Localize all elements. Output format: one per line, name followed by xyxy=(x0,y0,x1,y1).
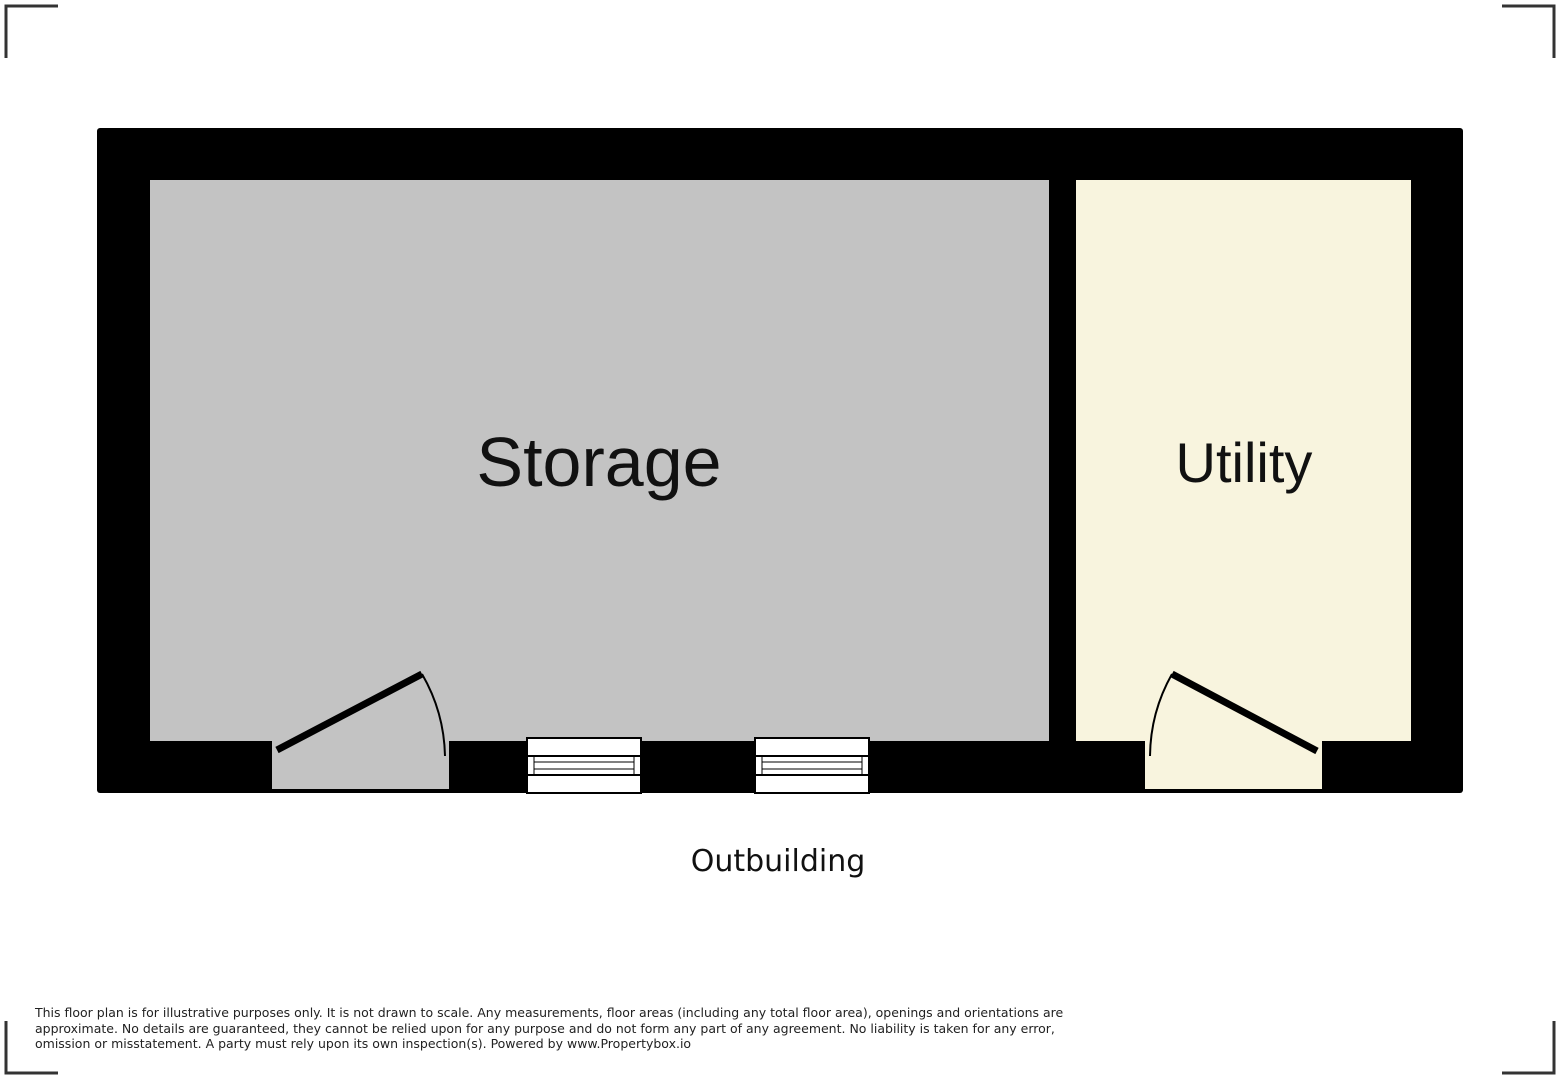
disclaimer-line: approximate. No details are guaranteed, … xyxy=(35,1020,1055,1036)
utility-door-leaf xyxy=(1170,670,1319,755)
utility-room xyxy=(1076,180,1411,741)
disclaimer-line: omission or misstatement. A party must r… xyxy=(35,1036,692,1052)
storage-room xyxy=(150,180,1049,741)
corner-mark-bottom-left xyxy=(4,1021,58,1075)
window-left xyxy=(526,737,642,794)
corner-mark-top-left xyxy=(4,4,58,58)
corner-mark-top-right xyxy=(1502,4,1556,58)
utility-door-opening xyxy=(1145,740,1322,789)
storage-room-label: Storage xyxy=(476,423,721,501)
utility-door xyxy=(1149,670,1319,757)
utility-door-swing xyxy=(1149,673,1173,757)
corner-marks xyxy=(4,4,1556,1075)
storage-door-leaf xyxy=(275,670,424,754)
disclaimer-line: This floor plan is for illustrative purp… xyxy=(35,1005,1064,1020)
disclaimer: This floor plan is for illustrative purp… xyxy=(35,1005,1115,1052)
storage-door-opening xyxy=(272,740,449,789)
building-label: Outbuilding xyxy=(691,844,866,879)
utility-room-label: Utility xyxy=(1176,431,1313,494)
corner-mark-bottom-right xyxy=(1502,1021,1556,1075)
storage-door-swing xyxy=(421,673,446,757)
window-right xyxy=(754,737,870,794)
storage-door xyxy=(275,670,446,757)
